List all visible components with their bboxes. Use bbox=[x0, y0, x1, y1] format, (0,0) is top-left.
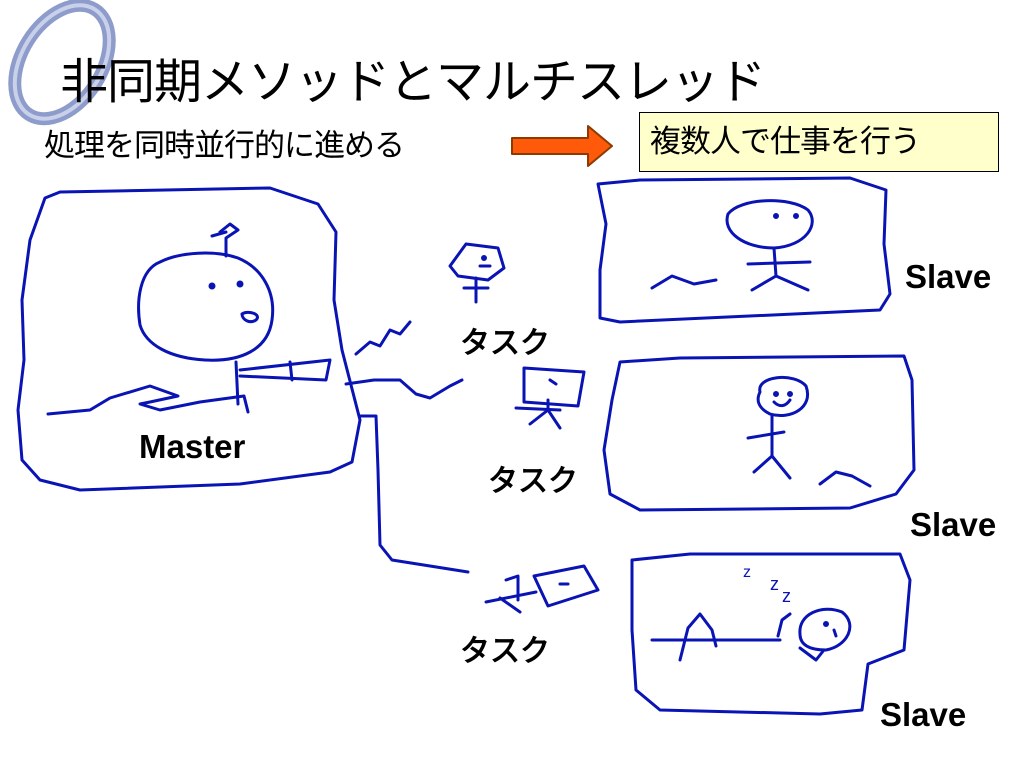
task-label-2: タスク bbox=[488, 464, 578, 499]
slide-title: 非同期メソッドとマルチスレッド bbox=[60, 54, 766, 110]
link-line-3 bbox=[358, 414, 470, 574]
link-line-2 bbox=[344, 378, 464, 400]
link-line-1 bbox=[354, 320, 412, 356]
slide-subtitle: 処理を同時並行的に進める bbox=[44, 128, 405, 164]
slave-frame-3 bbox=[630, 552, 912, 716]
slave-figure-2 bbox=[746, 375, 872, 488]
master-frame bbox=[16, 186, 362, 492]
sleep-z-1: z bbox=[743, 564, 751, 581]
task-label-3: タスク bbox=[460, 634, 550, 669]
slave-figure-1 bbox=[650, 199, 814, 292]
slave-label-3: Slave bbox=[880, 696, 967, 733]
task-figure-3 bbox=[484, 564, 600, 614]
task-figure-2 bbox=[514, 366, 586, 430]
sleep-z-3: z bbox=[782, 586, 791, 606]
task-label-1: タスク bbox=[460, 326, 550, 361]
master-figure bbox=[46, 222, 332, 416]
master-label: Master bbox=[139, 428, 246, 465]
callout-box: 複数人で仕事を行う bbox=[639, 112, 999, 172]
callout-text: 複数人で仕事を行う bbox=[650, 124, 921, 160]
slave-label-1: Slave bbox=[905, 258, 992, 295]
slave-frame-1 bbox=[596, 176, 892, 324]
sleep-z-2: z bbox=[770, 574, 779, 594]
task-figure-1 bbox=[448, 242, 506, 304]
slave-frame-2 bbox=[602, 354, 916, 512]
slave-figure-3 bbox=[650, 607, 852, 662]
slave-label-2: Slave bbox=[910, 506, 997, 543]
